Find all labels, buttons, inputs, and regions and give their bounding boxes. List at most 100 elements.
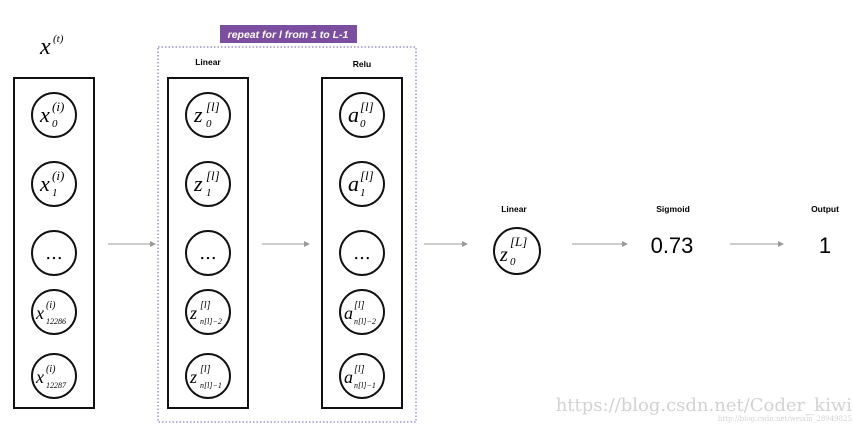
relu-node: a[l] n[l]−2 (339, 289, 385, 335)
linear-node-circle (185, 92, 231, 138)
input-node-base: x (39, 102, 50, 127)
arrow-input-to-linear (108, 241, 156, 247)
linear-output-label: Linear (501, 204, 527, 214)
arrow-linear-to-relu (262, 241, 310, 247)
input-node: x(i) 12286 (31, 289, 77, 335)
input-node-circle (31, 92, 77, 138)
arrow-relu-to-linear-out (424, 241, 468, 247)
input-node-sub: 12286 (46, 317, 66, 326)
relu-node-base: a (344, 303, 353, 323)
linear-node-sub: 1 (206, 187, 212, 199)
repeat-banner-text: repeat for l from 1 to L-1 (228, 29, 349, 41)
relu-node-base: a (344, 367, 353, 387)
input-layer-box (13, 77, 95, 409)
input-node-sub: 1 (52, 187, 58, 199)
watermark-small: http://blog.csdn.net/weixin_28949825 (718, 415, 852, 423)
relu-node-sup: [l] (354, 300, 365, 311)
linear-ellipsis: ... (199, 243, 216, 264)
sigmoid-label: Sigmoid (656, 204, 690, 214)
input-node: x(i) 12287 (31, 353, 77, 399)
linear-node-base: z (193, 102, 203, 127)
relu-node: a[l] 1 (339, 161, 385, 207)
linear-node-base: z (189, 367, 197, 387)
relu-node-sub: n[l]−1 (354, 381, 376, 390)
relu-node-circle (339, 353, 385, 399)
input-node-sup: (i) (46, 300, 56, 311)
linear-node-sup: [l] (200, 300, 211, 311)
input-node: x(i) 1 (31, 161, 77, 207)
arrow-linear-to-sigmoid (572, 241, 628, 247)
input-node-circle (31, 161, 77, 207)
linear-node: ... (185, 230, 231, 276)
final-node-base: z (499, 244, 508, 266)
linear-node: z[l] n[l]−2 (185, 289, 231, 335)
relu-node-base: a (348, 171, 359, 196)
input-node: x(i) 0 (31, 92, 77, 138)
sigmoid-value: 0.73 (651, 233, 694, 258)
linear-node-sub: 0 (206, 118, 212, 130)
input-node-sup: (i) (46, 364, 56, 375)
repeat-banner-bg (220, 25, 357, 43)
input-node-base: x (39, 171, 50, 196)
repeat-region-box (157, 46, 417, 423)
final-linear-node: z [L] 0 (493, 227, 541, 275)
linear-node: z[l] 0 (185, 92, 231, 138)
relu-node-sub: 1 (360, 187, 366, 199)
linear-node-circle (185, 230, 231, 276)
final-node-sub: 0 (510, 256, 516, 268)
relu-node: a[l] 0 (339, 92, 385, 138)
relu-nodes: a[l]0a[l]1...a[l]n[l]−2a[l]n[l]−1 (339, 92, 385, 399)
linear-node-sup: [l] (206, 168, 220, 183)
linear-node: z[l] n[l]−1 (185, 353, 231, 399)
input-title-base: x (39, 34, 51, 60)
linear-node: z[l] 1 (185, 161, 231, 207)
arrow-sigmoid-to-output (730, 241, 784, 247)
linear-node-sup: [l] (206, 99, 220, 114)
relu-layer-box (321, 77, 403, 409)
linear-node-circle (185, 161, 231, 207)
input-node-base: x (35, 303, 44, 323)
linear-nodes: z[l]0z[l]1...z[l]n[l]−2z[l]n[l]−1 (185, 92, 231, 399)
relu-node-base: a (348, 102, 359, 127)
linear-node-circle (185, 353, 231, 399)
linear-node-base: z (193, 171, 203, 196)
linear-column-label: Linear (195, 57, 221, 67)
linear-node-circle (185, 289, 231, 335)
relu-node: a[l] n[l]−1 (339, 353, 385, 399)
relu-column-label: Relu (353, 59, 371, 69)
relu-node-sub: n[l]−2 (354, 317, 376, 326)
linear-node-base: z (189, 303, 197, 323)
linear-node-sub: n[l]−1 (200, 381, 222, 390)
input-node-sub: 12287 (46, 381, 67, 390)
final-node-sup: [L] (510, 234, 527, 249)
relu-node-circle (339, 92, 385, 138)
input-node-sup: (i) (52, 168, 64, 183)
relu-node-sup: [l] (354, 364, 365, 375)
input-title: x (t) (39, 33, 64, 60)
relu-node-sub: 0 (360, 118, 366, 130)
input-node-circle (31, 289, 77, 335)
input-title-sup: (t) (53, 33, 64, 45)
relu-node: ... (339, 230, 385, 276)
input-node-sub: 0 (52, 118, 58, 130)
input-node: ... (31, 230, 77, 276)
input-node-base: x (35, 367, 44, 387)
input-node-sup: (i) (52, 99, 64, 114)
relu-node-circle (339, 161, 385, 207)
linear-node-sub: n[l]−2 (200, 317, 222, 326)
input-ellipsis: ... (45, 243, 62, 264)
relu-node-circle (339, 230, 385, 276)
watermark-main: https://blog.csdn.net/Coder_kiwi (556, 395, 853, 416)
relu-node-sup: [l] (360, 168, 374, 183)
input-node-circle (31, 230, 77, 276)
output-value: 1 (819, 233, 831, 258)
input-node-circle (31, 353, 77, 399)
linear-layer-box (167, 77, 249, 409)
relu-node-circle (339, 289, 385, 335)
relu-node-sup: [l] (360, 99, 374, 114)
output-label: Output (811, 204, 839, 214)
linear-node-sup: [l] (200, 364, 211, 375)
relu-ellipsis: ... (353, 243, 370, 264)
